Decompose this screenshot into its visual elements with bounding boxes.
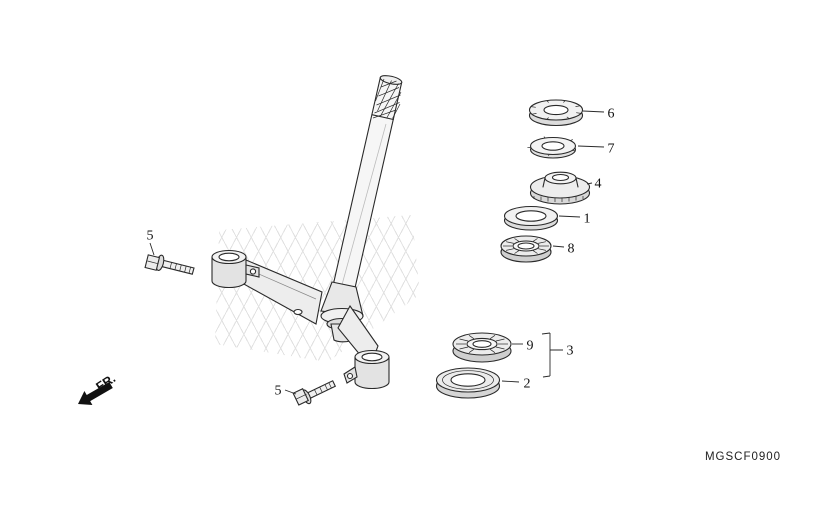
- leader-lines: [149, 110, 605, 395]
- part-2: [435, 367, 501, 399]
- callouts: 6 7 4 1 8 5 9 3 2 5: [147, 107, 615, 399]
- leader-5-lower: [284, 389, 297, 395]
- part-1: [503, 205, 559, 231]
- callout-3: 3: [567, 344, 574, 359]
- callout-8: 8: [568, 242, 575, 257]
- part-7: [527, 136, 577, 159]
- leader-2: [501, 380, 520, 383]
- callout-4: 4: [595, 177, 602, 192]
- lower-bridge: [211, 249, 390, 390]
- callout-6: 6: [608, 107, 615, 122]
- callout-1: 1: [584, 212, 591, 227]
- bearing-rollers: [456, 335, 508, 353]
- callout-5-upper: 5: [147, 229, 154, 244]
- part-8: [500, 235, 552, 263]
- part-6: [528, 99, 584, 127]
- leader-8: [552, 245, 565, 248]
- diagram-code: MGSCF0900: [705, 451, 781, 463]
- part-4: [529, 171, 591, 205]
- leader-5-upper: [149, 242, 155, 256]
- leader-6: [582, 110, 605, 113]
- callout-7: 7: [608, 142, 615, 157]
- pinch-bolt-upper: [144, 254, 195, 275]
- callout-9: 9: [527, 339, 534, 354]
- knurl-ticks: [533, 196, 584, 202]
- washer-tabs: [527, 136, 576, 157]
- leader-4: [586, 182, 593, 185]
- threaded-section-hatch: [372, 78, 402, 119]
- part-9: [452, 332, 512, 363]
- castellation-notches: [531, 100, 581, 120]
- fr-arrow-icon: [78, 382, 113, 405]
- callout-2: 2: [524, 377, 531, 392]
- callout-5-lower: 5: [275, 384, 282, 399]
- bearing-rollers: [503, 238, 549, 254]
- fr-direction-indicator: FR.: [78, 371, 118, 405]
- leader-7: [577, 145, 605, 148]
- leader-1: [558, 215, 581, 218]
- leader-3-bracket: [541, 332, 563, 378]
- pinch-bolt-lower: [292, 380, 337, 406]
- steering-stem-tube: [329, 75, 403, 303]
